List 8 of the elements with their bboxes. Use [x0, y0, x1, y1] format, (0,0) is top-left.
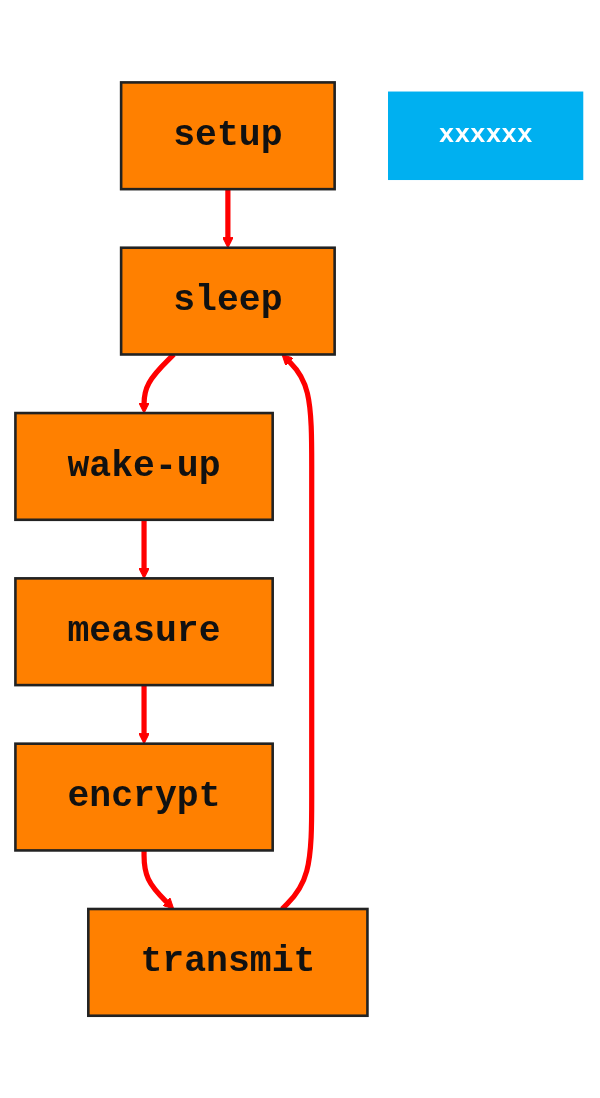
node-box: measure — [14, 577, 274, 687]
node-box: transmit — [87, 907, 369, 1017]
node-box: encrypt — [14, 742, 274, 852]
arrow — [138, 519, 150, 579]
node-box: setup — [119, 81, 336, 191]
node-box: sleep — [119, 246, 336, 356]
node-box: xxxxxx — [385, 88, 586, 183]
node-box: wake-up — [14, 411, 274, 521]
